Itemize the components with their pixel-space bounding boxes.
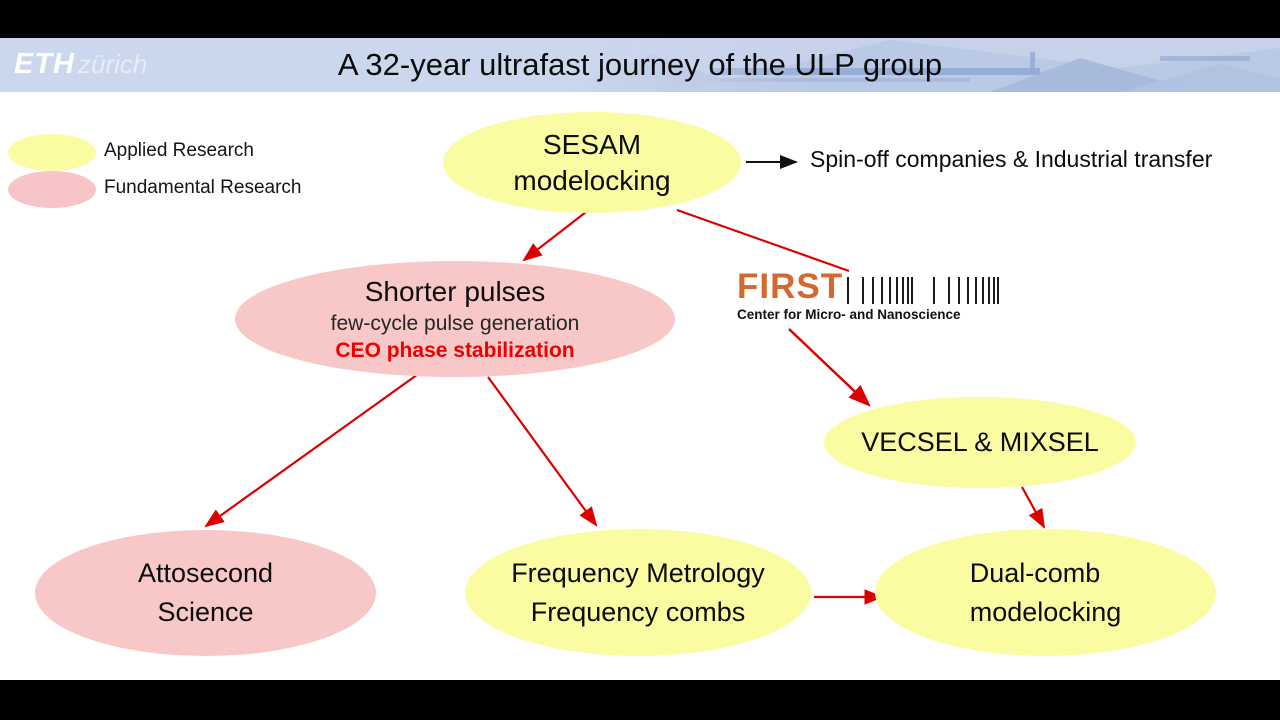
first-barcode-icon [847, 277, 1019, 304]
node-line: Science [157, 597, 254, 627]
eth-wordmark: ETH [14, 48, 75, 80]
node-line: VECSEL & MIXSEL [861, 427, 1099, 457]
legend-swatch-fundamental-research [8, 171, 96, 208]
edge-sesam-to-shorter [522, 211, 587, 262]
node-line: Frequency combs [530, 596, 746, 627]
node-vecsel-mixsel: VECSEL & MIXSEL [824, 397, 1136, 488]
node-line: SESAM [542, 128, 642, 160]
bottom-black-bar [0, 680, 1280, 720]
edge-first-to-vecsel [788, 328, 871, 407]
spinoff-transfer-label: Spin-off companies & Industrial transfer [810, 146, 1213, 172]
legend-swatch-applied-research [8, 134, 96, 171]
node-text-block: Dual-comb modelocking [970, 554, 1122, 632]
eth-building-photo [560, 38, 1280, 92]
legend-label-fundamental-research: Fundamental Research [104, 177, 302, 198]
edge-shorter-to-attosecond [204, 371, 422, 528]
node-line: Shorter pulses [364, 275, 546, 307]
node-attosecond-science: Attosecond Science [35, 530, 376, 656]
node-frequency-metrology: Frequency Metrology Frequency combs [465, 529, 811, 656]
node-line: Frequency Metrology [511, 557, 765, 588]
eth-wordmark-city: zürich [78, 49, 148, 79]
page-title: A 32-year ultrafast journey of the ULP g… [337, 47, 943, 82]
node-line: Dual-comb [969, 557, 1101, 588]
edge-shorter-to-frequency [487, 376, 598, 527]
first-wordmark: FIRST [737, 267, 844, 306]
node-line-ceo-phase: CEO phase stabilization [335, 338, 575, 362]
first-center-logo: FIRST Center for Micro- and Nanoscience [737, 267, 999, 322]
node-line: modelocking [969, 596, 1122, 627]
edge-sesam-to-first [676, 208, 850, 273]
node-dual-comb-modelocking: Dual-comb modelocking [875, 529, 1216, 656]
edge-vecsel-to-dualcomb [1021, 486, 1046, 529]
first-subtitle: Center for Micro- and Nanoscience [737, 307, 961, 322]
node-sesam-modelocking: SESAM modelocking [443, 112, 741, 213]
node-line: Attosecond [137, 558, 274, 588]
top-black-bar [0, 0, 1280, 38]
node-line: modelocking [513, 164, 671, 196]
node-shorter-pulses: Shorter pulses few-cycle pulse generatio… [235, 261, 675, 377]
node-line: few-cycle pulse generation [330, 311, 580, 335]
legend-label-applied-research: Applied Research [104, 140, 254, 161]
